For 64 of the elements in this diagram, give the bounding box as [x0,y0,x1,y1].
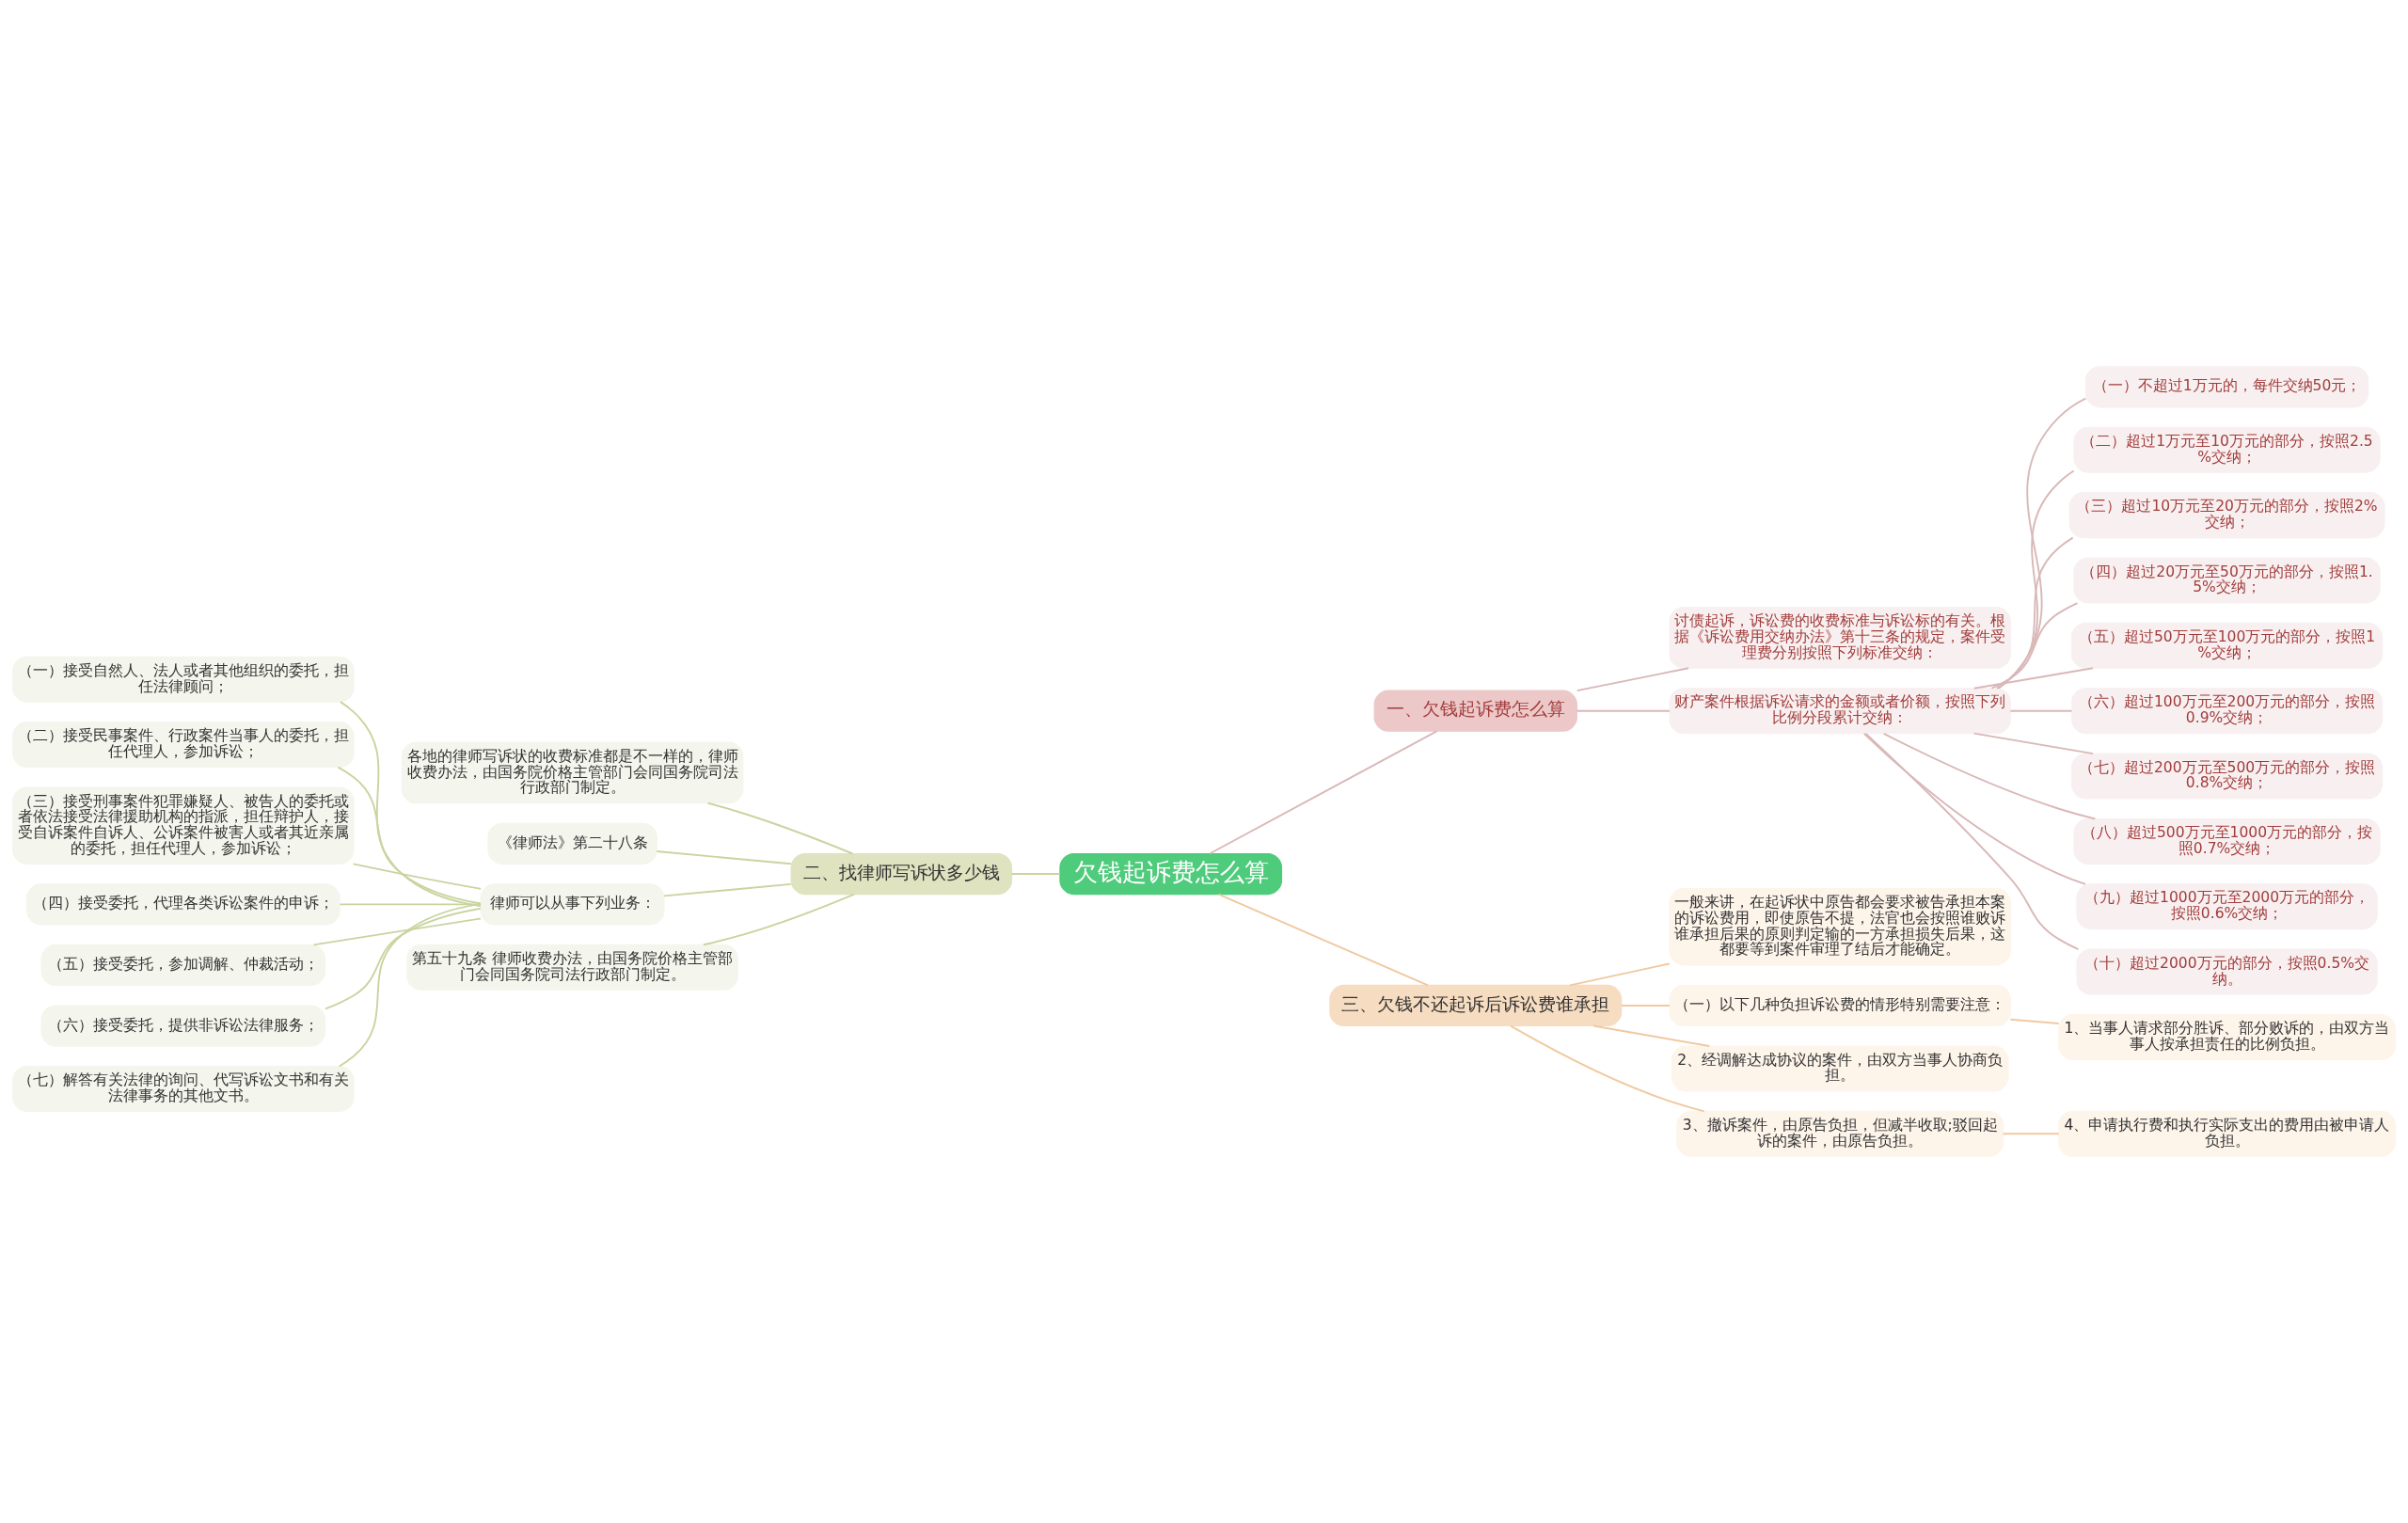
connector [1592,1024,1711,1047]
node-box: 欠钱起诉费怎么算 [1059,852,1283,896]
node-box: （十）超过2000万元的部分，按照0.5%交纳。 [2076,948,2378,995]
node-box: （二）接受民事案件、行政案件当事人的委托，担任代理人，参加诉讼； [12,722,355,769]
node-box: （四）超过20万元至50万元的部分，按照1.5%交纳； [2073,557,2381,604]
connector [1990,602,2079,690]
connector [1864,732,2080,951]
connector [1510,1024,1705,1113]
connector [1972,732,2094,755]
connector [2009,1018,2060,1024]
connector [663,882,792,897]
node-box: （六）接受委托，提供非诉讼法律服务； [40,1005,326,1047]
node-box: （五）接受委托，参加调解、仲裁活动； [40,944,326,987]
connector [1209,730,1438,855]
connector [312,917,482,946]
connector [706,801,854,855]
connector [1620,1005,1671,1007]
node-box: （一）不超过1万元的，每件交纳50元； [2084,366,2369,408]
node-box: 律师可以从事下列业务： [480,883,665,926]
node-box: （五）超过50万元至100万元的部分，按照1%交纳； [2070,622,2384,669]
connector [1569,962,1671,987]
node-box: （三）接受刑事案件犯罪嫌疑人、被告人的委托或者依法接受法律援助机构的指派，担任辩护人，接受自诉案件自诉人、公诉案件被害人或者其近亲属的委托，担任代理人，参加诉讼； [12,786,355,865]
connector [1882,732,2097,820]
connector [338,903,483,1068]
connector [656,850,792,865]
node-box: （九）超过1000万元至2000万元的部分，按照0.6%交纳； [2076,883,2378,930]
connector [325,907,482,1010]
node-box: （四）接受委托，代理各类诉讼案件的申诉； [26,883,341,926]
node-box: 《律师法》第二十八条 [487,822,657,865]
connector [702,893,856,946]
connector [340,701,482,908]
node-box: （七）超过200万元至500万元的部分，按照0.8%交纳； [2070,753,2384,800]
node-box: 2、经调解达成协议的案件，由双方当事人协商负担。 [1671,1045,2009,1092]
connector [2009,709,2073,712]
connector [1576,667,1689,692]
connector [1576,709,1671,712]
node-box: 各地的律师写诉状的收费标准都是不一样的，律师收费办法，由国务院价格主管部门会同国务院司法行政部门制定。 [401,741,744,804]
node-box: 讨债起诉，诉讼费的收费标准与诉讼标的有关。根据《诉讼费用交纳办法》第十三条的规定，案件受理费分别按照下列标准交纳： [1669,607,2011,669]
node-box: 一般来讲，在起诉状中原告都会要求被告承担本案的诉讼费用，即使原告不提，法官也会按照谁败诉谁承担后果的原则判定输的一方承担损失后果，这都要等到案件审理了结后才能确定。 [1669,888,2011,966]
connector [1997,397,2087,690]
connector [337,766,483,905]
node-box: （二）超过1万元至10万元的部分，按照2.5%交纳； [2073,426,2381,473]
connector [1217,893,1429,987]
connector [352,863,482,890]
node-box: 3、撤诉案件，由原告负担，但减半收取;驳回起诉的案件，由原告负担。 [1676,1110,2004,1157]
connector [1010,873,1061,876]
connector [1972,667,2094,690]
node-box: （三）超过10万元至20万元的部分，按照2%交纳； [2068,492,2385,539]
connector [1862,732,2086,885]
connector [1995,536,2074,690]
node-box: 财产案件根据诉讼请求的金额或者价额，按照下列比例分段累计交纳： [1669,688,2011,735]
node-box: 4、申请执行费和执行实际支出的费用由被申请人负担。 [2058,1110,2396,1157]
node-box: （七）解答有关法律的询问、代写诉讼文书和有关法律事务的其他文书。 [12,1065,355,1112]
node-box: （一）以下几种负担诉讼费的情形特别需要注意： [1669,984,2011,1027]
node-box: 一、欠钱起诉费怎么算 [1373,690,1577,732]
node-box: 三、欠钱不还起诉后诉讼费谁承担 [1329,984,1623,1027]
node-box: （一）接受自然人、法人或者其他组织的委托，担任法律顾问； [12,656,355,703]
node-box: （六）超过100万元至200万元的部分，按照0.9%交纳； [2070,688,2384,735]
node-box: （八）超过500万元至1000万元的部分，按照0.7%交纳； [2073,817,2381,865]
node-box: 二、找律师写诉状多少钱 [790,852,1013,896]
connector [1997,469,2075,690]
node-box: 第五十九条 律师收费办法，由国务院价格主管部门会同国务院司法行政部门制定。 [406,944,738,991]
node-box: 1、当事人请求部分胜诉、部分败诉的，由双方当事人按承担责任的比例负担。 [2058,1013,2396,1060]
connector [2002,1133,2060,1135]
